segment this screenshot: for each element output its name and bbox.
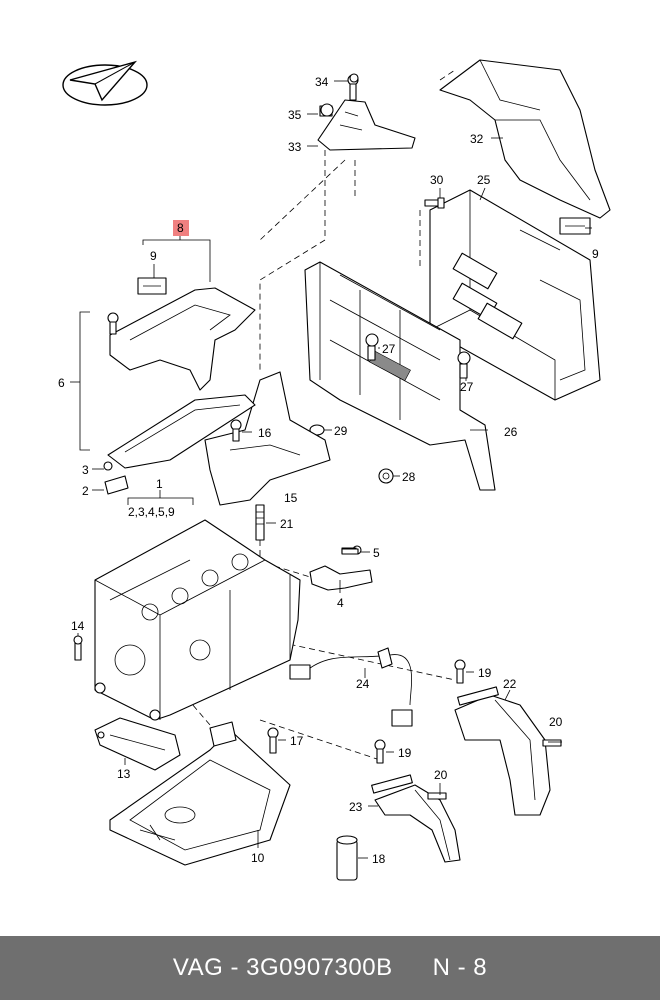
oil-pan-10 [109,721,291,866]
callout-13: 13 [117,767,131,781]
label-9-right [559,217,591,235]
callout-34: 34 [315,75,329,89]
callout-33: 33 [288,140,302,154]
logo-icon [62,60,148,106]
bolts-19-20 [374,659,562,800]
bolt-14 [73,635,83,661]
bolt-5 [341,548,359,555]
footer-bar: VAG - 3G0907300B N - 8 [0,936,660,1000]
callout-9-right: 9 [592,247,599,261]
callout-19-upper: 19 [478,666,492,680]
callout-6: 6 [58,376,65,390]
callout-15: 15 [284,491,298,505]
pipe-23 [371,774,461,863]
sensor-4 [309,545,373,591]
callout-22: 22 [503,677,517,691]
pipe-22 [454,686,551,816]
callout-2: 2 [82,484,89,498]
bolts-27 [365,333,471,379]
bolts-34-35 [320,73,359,117]
callout-16: 16 [258,426,272,440]
callout-30: 30 [430,173,444,187]
bracket-15 [204,371,331,506]
callout-29: 29 [334,424,348,438]
bolt-30 [424,197,445,209]
callout-18: 18 [372,852,386,866]
callout-26: 26 [504,425,518,439]
callout-27-upper: 27 [382,342,396,356]
callout-3: 3 [82,463,89,477]
callout-28: 28 [402,470,416,484]
callout-labels: 34 35 33 32 30 25 9 9 8 6 27 27 29 26 28… [58,75,599,866]
cover-32 [439,59,611,219]
frame-26 [304,261,496,491]
bracket-13 [94,717,181,771]
part-number: VAG - 3G0907300B [172,954,393,981]
callout-10: 10 [251,851,265,865]
parts-diagram: 34 35 33 32 30 25 9 9 8 6 27 27 29 26 28… [58,59,611,881]
callout-17: 17 [290,734,304,748]
leader-lines [77,80,592,859]
callout-27-lower: 27 [460,380,474,394]
callout-21: 21 [280,517,294,531]
callout-1: 1 [156,477,163,491]
gasket-lower [103,394,256,495]
callout-20-upper: 20 [549,715,563,729]
callout-20-lower: 20 [434,768,448,782]
callout-14: 14 [71,619,85,633]
main-housing-1 [94,519,301,721]
callout-32: 32 [470,132,484,146]
highlight-box [173,220,189,236]
nuts-28-29 [309,424,394,484]
filter-18 [336,835,358,881]
callout-23: 23 [349,800,363,814]
callout-4: 4 [337,596,344,610]
diagram-position: N - 8 [432,954,488,981]
callout-35: 35 [288,108,302,122]
callout-1-components: 2,3,4,5,9 [128,505,175,519]
bolt-21 [255,504,265,541]
callout-5: 5 [373,546,380,560]
callout-24: 24 [356,677,370,691]
cover-8 [107,277,256,391]
callout-9-left: 9 [150,249,157,263]
callout-25: 25 [477,173,491,187]
wiring-24 [289,647,413,727]
control-unit-25 [429,189,601,401]
bolt-17 [267,727,279,754]
callout-19-lower: 19 [398,746,412,760]
callout-8: 8 [177,221,184,235]
